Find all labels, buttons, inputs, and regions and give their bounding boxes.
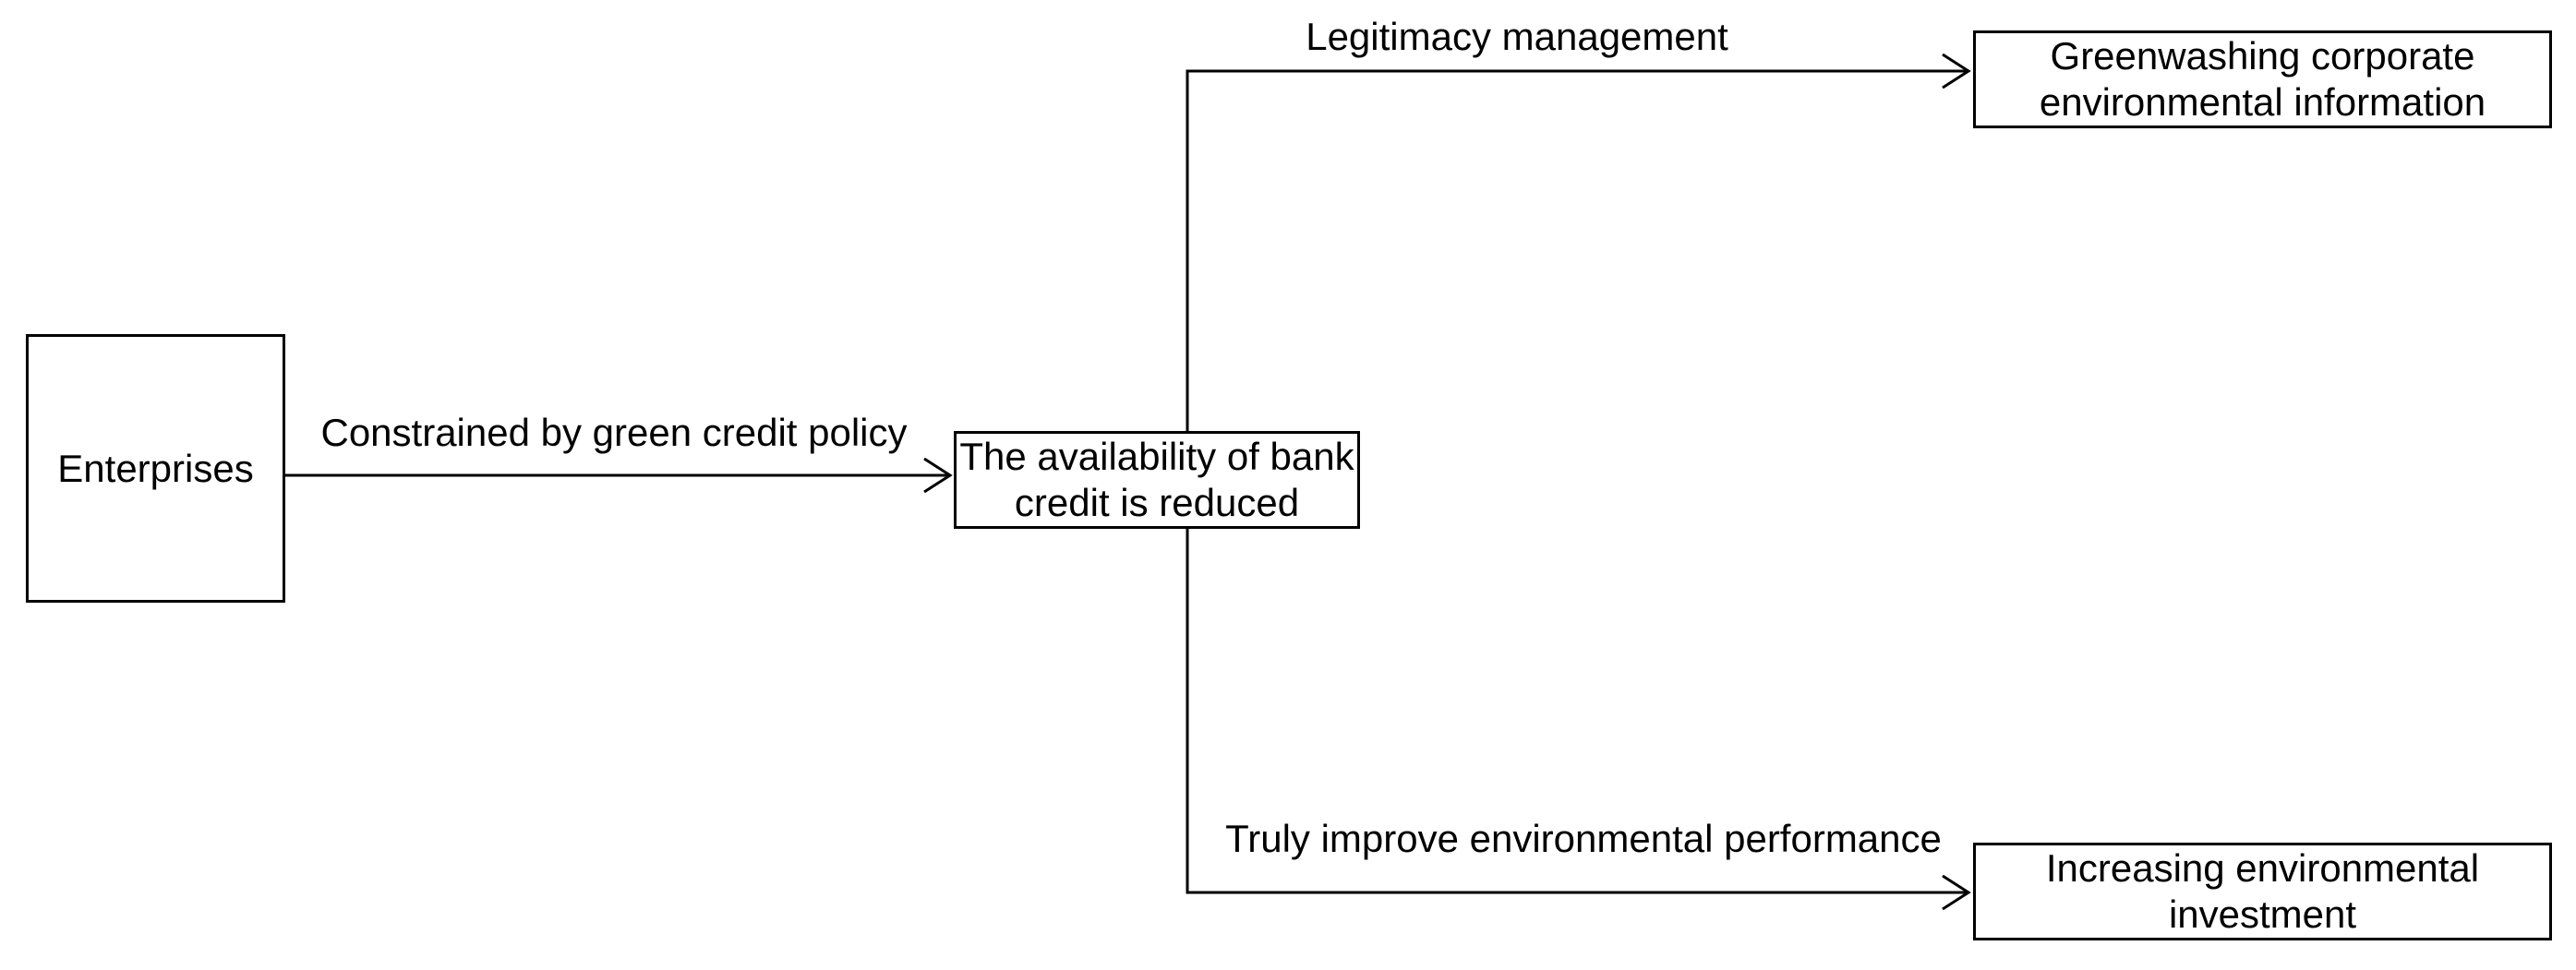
edge-label-legitimacy-management: Legitimacy management [1306,15,1728,58]
node-bank-credit-label-line-1: The availability of bank [959,435,1354,478]
node-investment-label-line-1: Increasing environmental [2045,846,2480,890]
arrow-legitimacy-management [1186,53,1971,431]
node-investment-label-line-2: investment [2168,892,2357,936]
node-enterprises: Enterprises [26,334,285,603]
node-greenwashing-label-line-1: Greenwashing corporate [2050,34,2475,78]
node-greenwashing-label-line-2: environmental information [2039,80,2486,124]
arrow-truly-improve-environmental-performance [1186,528,1971,911]
node-increasing-environmental-investment: Increasing environmental investment [1973,843,2552,940]
node-enterprises-label: Enterprises [57,446,254,490]
node-bank-credit-label-line-2: credit is reduced [1014,481,1300,524]
node-bank-credit-availability-reduced: The availability of bank credit is reduc… [954,431,1360,529]
node-greenwashing-environmental-information: Greenwashing corporate environmental inf… [1973,30,2552,128]
edge-label-constrained-by-green-credit-policy: Constrained by green credit policy [320,411,908,454]
edge-label-truly-improve-environmental-performance: Truly improve environmental performance [1225,817,1942,860]
